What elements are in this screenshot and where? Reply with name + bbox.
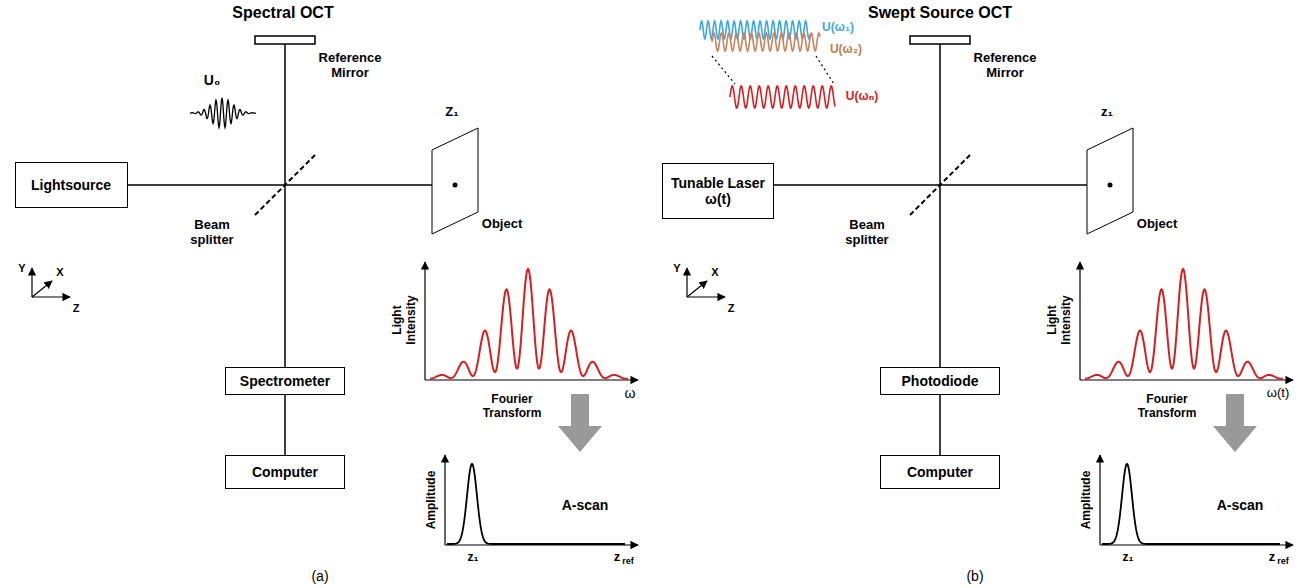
diagram-label: Y bbox=[18, 262, 25, 275]
diagram-label: Z bbox=[73, 302, 80, 315]
box-text: Computer bbox=[252, 464, 318, 480]
box-text: Spectrometer bbox=[240, 373, 330, 389]
diagram-label: Reference Mirror bbox=[965, 51, 1045, 81]
diagram-label: ω bbox=[625, 385, 636, 401]
diagram-label: U(ωₙ) bbox=[846, 90, 878, 104]
box-text: Lightsource bbox=[31, 177, 111, 193]
connector-line bbox=[284, 395, 286, 455]
diagram-label: (b) bbox=[966, 568, 983, 584]
spectrometer-box: Spectrometer bbox=[225, 367, 345, 395]
box-text: Tunable Laser bbox=[671, 175, 765, 191]
computer-box: Computer bbox=[225, 455, 345, 489]
diagram-label: Object bbox=[482, 217, 522, 232]
diagram-label: Fourier Transform bbox=[1132, 393, 1202, 421]
diagram-label: X bbox=[56, 266, 63, 279]
diagram-label: Beam splitter bbox=[182, 218, 242, 248]
panel-a bbox=[32, 36, 638, 545]
diagram-label: Z bbox=[728, 302, 735, 315]
wave-packet bbox=[190, 98, 256, 127]
diagram-label: Light Intensity bbox=[1046, 285, 1074, 355]
sine-wave bbox=[700, 21, 810, 39]
photodiode-box: Photodiode bbox=[880, 367, 1000, 395]
diagram-label: z bbox=[614, 550, 621, 565]
diagram-label: ref bbox=[622, 556, 634, 566]
dotted-line bbox=[712, 56, 735, 84]
computer-box: Computer bbox=[880, 455, 1000, 489]
box-text: Photodiode bbox=[902, 373, 979, 389]
diagram-label: X bbox=[711, 266, 718, 279]
diagram-label: U₀ bbox=[204, 72, 220, 88]
connector-line bbox=[939, 395, 941, 455]
tunable-laser-box: Tunable Laserω(t) bbox=[662, 163, 774, 219]
diagram-label: z₁ bbox=[1101, 105, 1113, 120]
diagram-label: Spectral OCT bbox=[232, 4, 333, 22]
box-text: Computer bbox=[907, 464, 973, 480]
diagram-label: Swept Source OCT bbox=[868, 4, 1012, 22]
diagram-label: A-scan bbox=[1217, 497, 1264, 513]
diagram-label: Fourier Transform bbox=[477, 393, 547, 421]
diagram-label: (a) bbox=[311, 568, 328, 584]
diagram-label: ref bbox=[1277, 556, 1289, 566]
diagram-label: Reference Mirror bbox=[310, 51, 390, 81]
diagram-label: Amplitude bbox=[1080, 471, 1094, 530]
dotted-line bbox=[816, 56, 834, 84]
sine-wave bbox=[730, 86, 835, 108]
diagram-label: z bbox=[1269, 550, 1276, 565]
diagram-label: z₁ bbox=[468, 551, 479, 565]
diagram-label: Y bbox=[673, 262, 680, 275]
diagram-label: Light Intensity bbox=[391, 285, 419, 355]
diagram-label: Object bbox=[1137, 217, 1177, 232]
diagram-label: ω(t) bbox=[1267, 386, 1289, 401]
diagram-label: z₁ bbox=[1123, 551, 1134, 565]
light-source-box: Lightsource bbox=[15, 162, 128, 208]
panel-b bbox=[687, 36, 1293, 545]
box-text: ω(t) bbox=[705, 191, 731, 207]
diagram-label: Amplitude bbox=[425, 471, 439, 530]
diagram-label: U(ω₁) bbox=[822, 21, 854, 35]
diagram-label: Beam splitter bbox=[837, 218, 897, 248]
diagram-label: Z₁ bbox=[445, 105, 458, 120]
diagram-label: U(ω₂) bbox=[830, 43, 862, 57]
sine-wave bbox=[712, 33, 820, 51]
diagram-label: A-scan bbox=[562, 497, 609, 513]
